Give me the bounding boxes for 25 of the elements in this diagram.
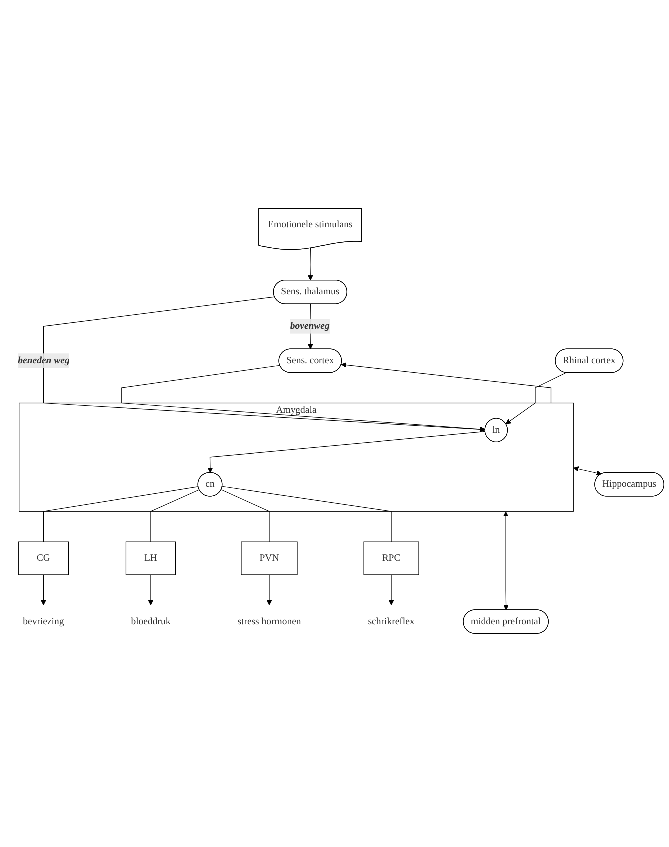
node-text: stress hormonen (238, 616, 302, 627)
arrow (43, 296, 486, 432)
connector (221, 490, 270, 542)
node-text: bevriezing (23, 616, 64, 627)
node-box: PVN (241, 542, 298, 576)
node-box: LH (126, 542, 176, 576)
arrow (503, 512, 509, 610)
arrow (122, 365, 486, 432)
connector (43, 486, 199, 542)
arrow (506, 372, 567, 424)
connector (150, 490, 200, 542)
arrow (41, 574, 46, 606)
node-text: schrikreflex (368, 616, 415, 627)
arrow (266, 574, 272, 606)
arrow (208, 431, 486, 474)
connector (222, 486, 392, 542)
arrow (308, 248, 314, 281)
edge-label: bovenweg (290, 321, 330, 332)
node-box: CG (18, 542, 70, 576)
node-text: bloeddruk (131, 616, 171, 627)
arrow (341, 362, 552, 404)
arrow (574, 466, 602, 476)
arrow (388, 574, 394, 606)
arrow (148, 574, 154, 606)
node-box: RPC (364, 542, 420, 576)
